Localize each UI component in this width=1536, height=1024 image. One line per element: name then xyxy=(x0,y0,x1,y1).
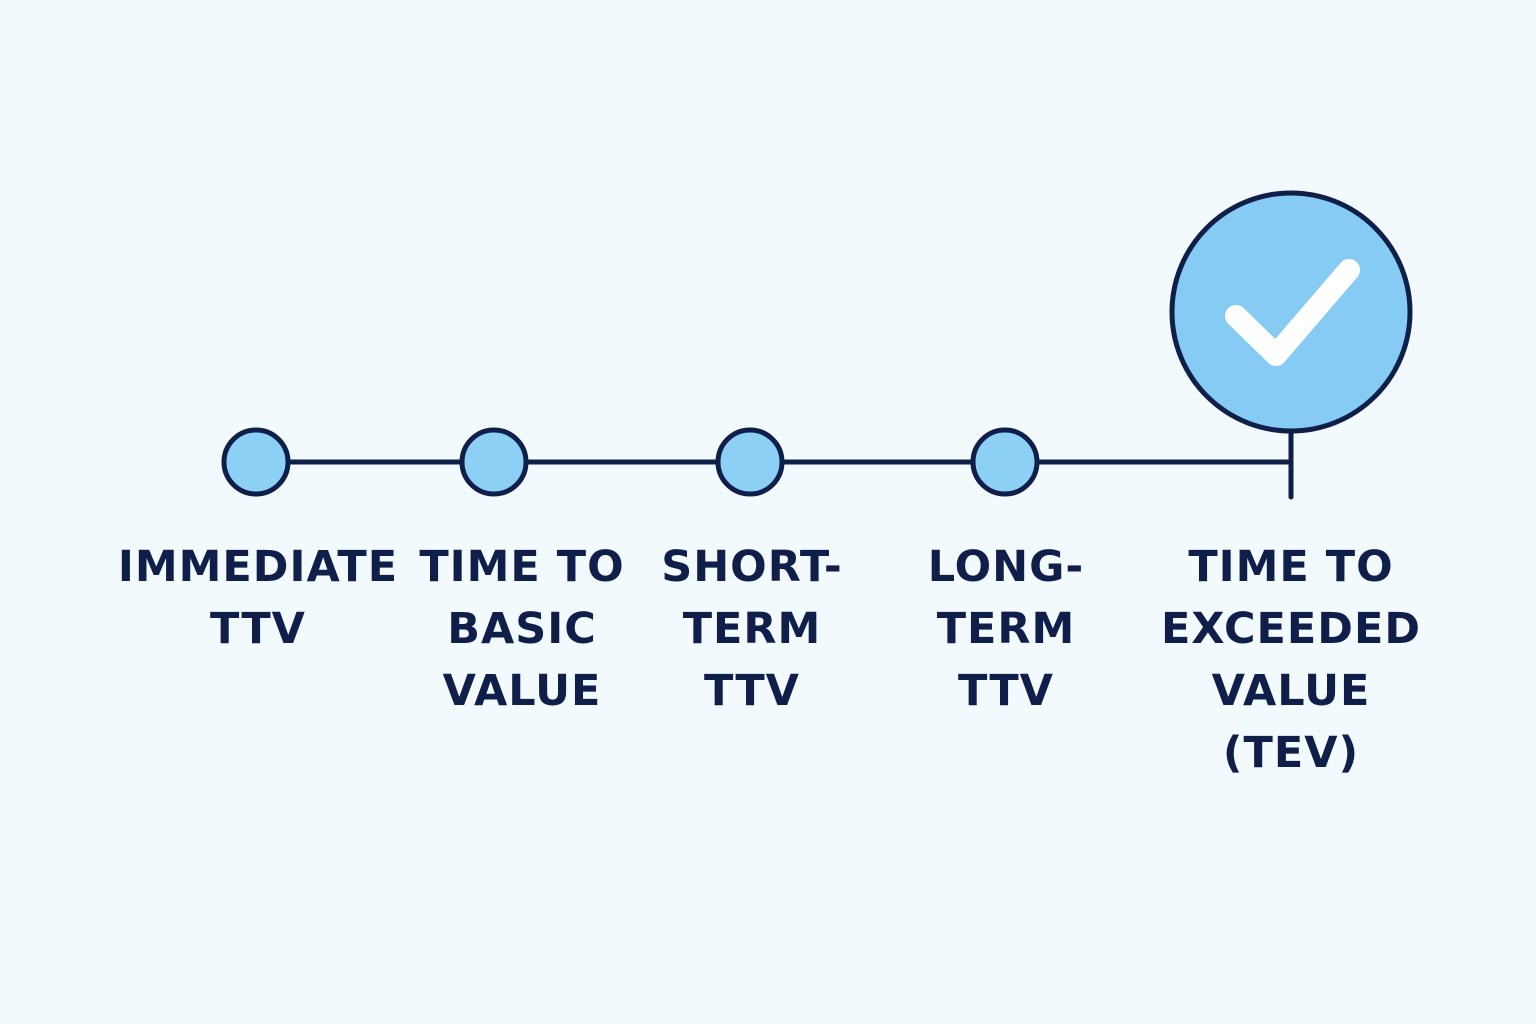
label-line: TIME TO xyxy=(1188,542,1394,592)
label-line: LONG- xyxy=(927,542,1085,592)
stage-label-immediate-ttv: IMMEDIATE TTV xyxy=(108,536,408,660)
label-line: TERM xyxy=(682,604,822,654)
label-line: SHORT- xyxy=(661,542,843,592)
label-line: TTV xyxy=(958,666,1054,716)
stage-node-time-to-basic-value xyxy=(459,427,529,497)
stage-label-time-to-basic-value: TIME TO BASIC VALUE xyxy=(372,536,672,722)
label-line: VALUE xyxy=(442,666,602,716)
stage-label-time-to-exceeded-value: TIME TO EXCEEDED VALUE (TEV) xyxy=(1141,536,1441,784)
label-line: IMMEDIATE xyxy=(117,542,399,592)
stage-label-long-term-ttv: LONG- TERM TTV xyxy=(856,536,1156,722)
goal-node xyxy=(1169,190,1413,434)
stage-node-long-term-ttv xyxy=(970,427,1040,497)
label-line: TTV xyxy=(704,666,800,716)
label-line: TTV xyxy=(210,604,306,654)
stage-node-short-term-ttv xyxy=(715,427,785,497)
label-line: (TEV) xyxy=(1222,728,1360,778)
label-line: EXCEEDED xyxy=(1160,604,1422,654)
label-line: VALUE xyxy=(1211,666,1371,716)
label-line: TIME TO xyxy=(419,542,625,592)
label-line: BASIC xyxy=(447,604,597,654)
stage-label-short-term-ttv: SHORT- TERM TTV xyxy=(602,536,902,722)
checkmark-icon xyxy=(1225,259,1360,366)
label-line: TERM xyxy=(936,604,1076,654)
stage-node-immediate-ttv xyxy=(221,427,291,497)
